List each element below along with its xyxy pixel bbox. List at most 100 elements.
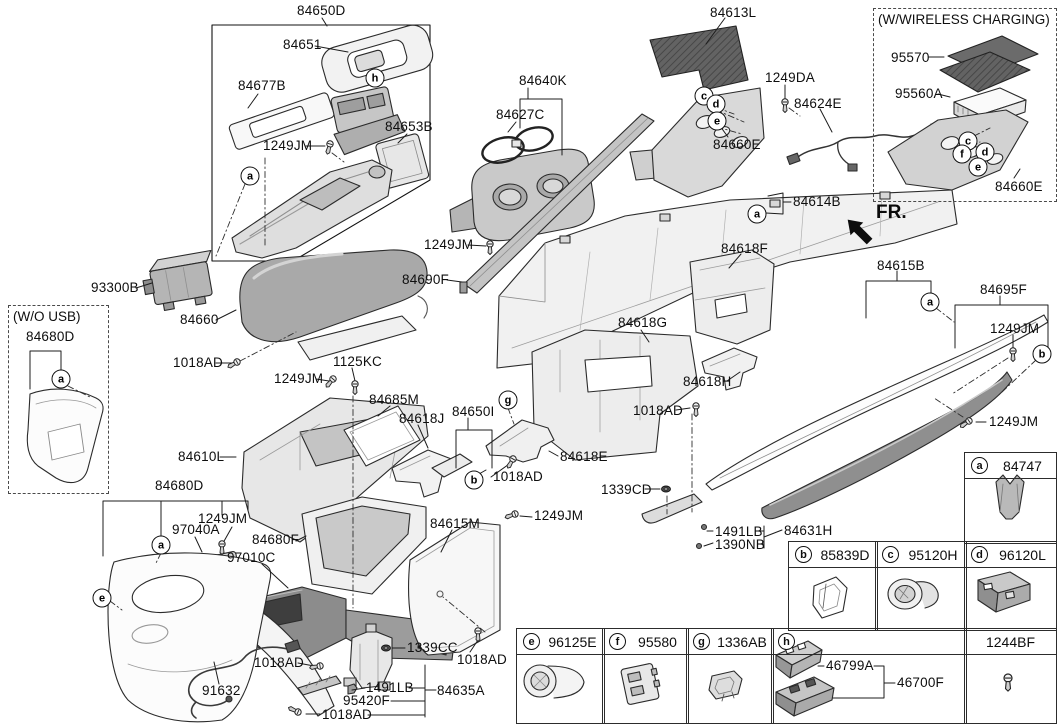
console-garnish-strip-part: [459, 113, 655, 294]
fr-label: FR.: [876, 202, 907, 223]
part-label-84690F: 84690F: [402, 272, 449, 287]
legend-part-96125e: 96125E: [548, 633, 597, 650]
part-label-1018AD: 1018AD: [173, 355, 223, 370]
switch-assembly-part: [142, 249, 213, 312]
cup-holder-rings-part: [481, 126, 554, 164]
legend-icon-lamp-96125e: [523, 664, 585, 699]
legend-part-85839d: 85839D: [820, 546, 870, 563]
wo-usb-option-box: (W/O USB): [8, 305, 109, 494]
part-label-97040A: 97040A: [172, 522, 220, 537]
wireless-pad-mat-part: [939, 35, 1039, 93]
legend-icon-screw-1244bf: [1003, 673, 1013, 692]
part-label-84650I: 84650I: [452, 404, 495, 419]
ref-marker-f: f: [952, 144, 972, 164]
rear-bracket-part: [297, 623, 393, 696]
part-label-84613L: 84613L: [710, 5, 757, 20]
part-label-84680D: 84680D: [155, 478, 204, 493]
legend-marker-f: f: [609, 633, 626, 650]
legend-icon-clip-84747: [995, 474, 1025, 520]
mounting-bridge-part: [391, 449, 455, 498]
part-label-1249JM: 1249JM: [263, 138, 313, 153]
part-label-84685M: 84685M: [369, 392, 419, 407]
wiring-harness-part: [188, 639, 301, 719]
legend-cell-h: h: [771, 628, 967, 724]
group-box-84650d: [211, 24, 431, 262]
wo-usb-title: (W/O USB): [13, 309, 81, 324]
legend-icon-module-95580: [620, 663, 661, 705]
part-label-1491LB: 1491LB: [366, 680, 414, 695]
legend-marker-g: g: [693, 633, 710, 650]
part-label-84624E: 84624E: [794, 96, 842, 111]
part-label-1125KC: 1125KC: [333, 354, 382, 369]
part-label-1249JM: 1249JM: [534, 508, 584, 523]
console-tray-part: [231, 159, 393, 259]
cup-holder-tray-part: [449, 148, 595, 242]
legend-marker-d: d: [971, 546, 988, 563]
legend-part-1244bf: 1244BF: [985, 633, 1036, 650]
part-label-1339CC: 1339CC: [407, 640, 458, 655]
part-label-1491LB: 1491LB: [715, 524, 763, 539]
part-label-91632: 91632: [202, 683, 241, 698]
fr-direction-arrow: [847, 219, 873, 245]
legend-cell-d: d 96120L: [964, 541, 1057, 631]
rear-cover-part: [689, 249, 775, 345]
part-label-95420F: 95420F: [343, 693, 390, 708]
legend-part-95580: 95580: [638, 633, 677, 650]
legend-part-84747: 84747: [1003, 457, 1042, 474]
part-label-84653B: 84653B: [385, 119, 433, 134]
part-label-1249JM: 1249JM: [424, 237, 474, 252]
legend-marker-b: b: [795, 546, 812, 563]
part-label-84618E: 84618E: [560, 449, 608, 464]
console-upper-plate-part: [228, 92, 335, 150]
part-label-1249JM: 1249JM: [989, 414, 1039, 429]
wo-usb-cover-part: [26, 388, 104, 484]
ref-marker-a: a: [747, 204, 767, 224]
part-label-84615M: 84615M: [430, 516, 480, 531]
shift-bezel-part: [321, 24, 434, 93]
part-label-1249JM: 1249JM: [274, 371, 324, 386]
ref-marker-b: b: [1032, 344, 1052, 364]
part-label-84660E: 84660E: [713, 137, 761, 152]
inner-tray-part: [301, 496, 427, 595]
sill-strip-part: [641, 493, 708, 550]
ref-marker-a: a: [151, 535, 171, 555]
legend-icon-clip-85839d: [812, 576, 848, 619]
legend-icon-connector-46799a: [775, 640, 823, 679]
rear-mounting-structure-part: [531, 329, 699, 461]
part-label-97010C: 97010C: [227, 550, 276, 565]
part-label-84610L: 84610L: [178, 449, 225, 464]
legend-cell-f: f 95580: [602, 628, 689, 724]
part-label-84651: 84651: [283, 37, 322, 52]
legend-marker-c: c: [882, 546, 899, 563]
part-label-84618F: 84618F: [721, 241, 768, 256]
legend-part-96120l: 96120L: [999, 546, 1046, 563]
side-cover-left-part: [107, 552, 335, 723]
legend-part-95120h: 95120H: [908, 546, 958, 563]
console-rubber-mat-part: [649, 25, 749, 91]
part-label-95560A: 95560A: [895, 86, 943, 101]
construction-lines: [67, 102, 1037, 633]
part-label-84640K: 84640K: [519, 73, 567, 88]
part-label-46799A: 46799A: [826, 658, 874, 673]
legend-icon-socket-95120h: [887, 578, 939, 610]
part-label-1339CD: 1339CD: [601, 482, 652, 497]
ref-marker-e: e: [968, 157, 988, 177]
part-label-1249DA: 1249DA: [765, 70, 815, 85]
tunnel-side-garnish-dark-part: [761, 371, 1013, 520]
armrest-part: [239, 249, 428, 361]
ref-marker-b: b: [464, 470, 484, 490]
part-label-84650D: 84650D: [297, 3, 346, 18]
ref-marker-e: e: [707, 111, 727, 131]
console-upper-cover-part: [629, 87, 765, 198]
legend-cell-c: c 95120H: [875, 541, 967, 631]
wireless-charging-option-box: (W/WIRELESS CHARGING): [873, 8, 1057, 202]
part-label-84660: 84660: [180, 312, 219, 327]
ref-marker-a: a: [920, 292, 940, 312]
support-bracket-e-part: [485, 419, 555, 463]
ref-marker-a: a: [240, 166, 260, 186]
part-label-84631H: 84631H: [784, 523, 833, 538]
ref-marker-a: a: [51, 369, 71, 389]
legend-icon-switch-96120l: [977, 571, 1031, 613]
